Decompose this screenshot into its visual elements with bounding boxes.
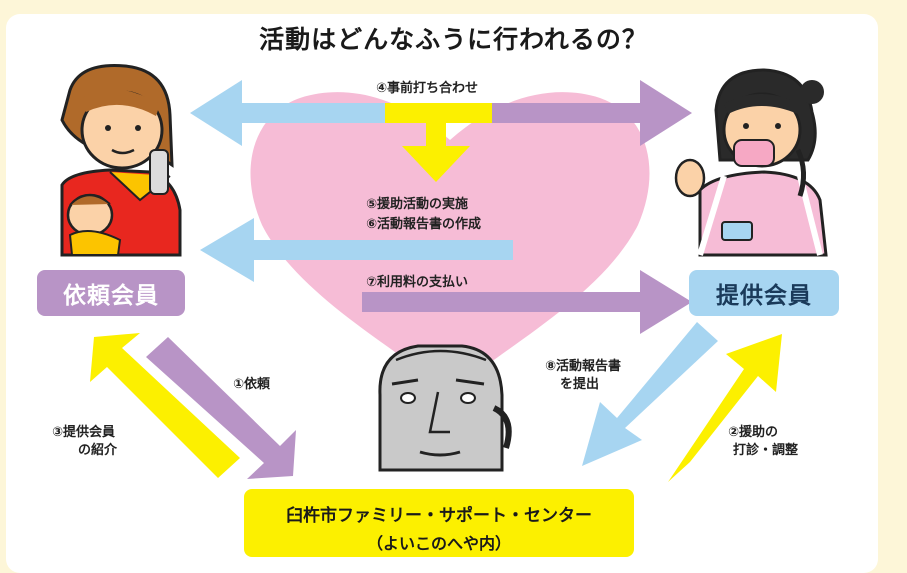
diagram-title: 活動はどんなふうに行われるの？: [259, 25, 648, 54]
support-center-location: （よいこのへや内）: [366, 534, 511, 553]
requester-member-badge: 依頼会員: [37, 270, 185, 316]
arrow-step56-left-blue: [200, 218, 513, 282]
arrow-step4-right-purple: [492, 80, 692, 146]
support-center-name: 臼杵市ファミリー・サポート・センター: [286, 506, 592, 526]
arrow-step4-left-blue: [190, 80, 386, 146]
arrow-step8-blue: [582, 322, 718, 466]
step6-label: ⑥活動報告書の作成: [366, 217, 482, 232]
provider-character: [674, 68, 828, 257]
step1-label: ①依頼: [233, 377, 271, 392]
provider-member-label: 提供会員: [716, 283, 812, 309]
step5-label: ⑤援助活動の実施: [366, 197, 469, 212]
step8-label-line2: を提出: [560, 377, 600, 392]
support-center-box: 臼杵市ファミリー・サポート・センター （よいこのへや内）: [244, 489, 634, 557]
arrow-step2-yellow: [668, 334, 782, 482]
step2-label-line2: 打診・調整: [733, 443, 799, 458]
arrow-step4-mid-yellow: [385, 103, 493, 123]
arrow-step1-purple: [146, 337, 296, 479]
step8-label-line1: ⑧活動報告書: [545, 359, 622, 374]
step2-label-line1: ②援助の: [728, 425, 779, 440]
provider-member-badge: 提供会員: [689, 270, 839, 316]
step3-label-line2: の紹介: [78, 443, 118, 458]
step3-label-line1: ③提供会員: [52, 425, 116, 440]
arrow-step3-yellow: [90, 333, 240, 478]
requester-character: [60, 64, 182, 257]
step7-label: ⑦利用料の支払い: [366, 275, 469, 290]
mediator-character: [378, 344, 512, 472]
step4-label: ④事前打ち合わせ: [376, 81, 479, 96]
requester-member-label: 依頼会員: [63, 283, 159, 309]
arrow-down-yellow: [402, 122, 470, 182]
arrow-step7-right-purple: [362, 270, 692, 334]
